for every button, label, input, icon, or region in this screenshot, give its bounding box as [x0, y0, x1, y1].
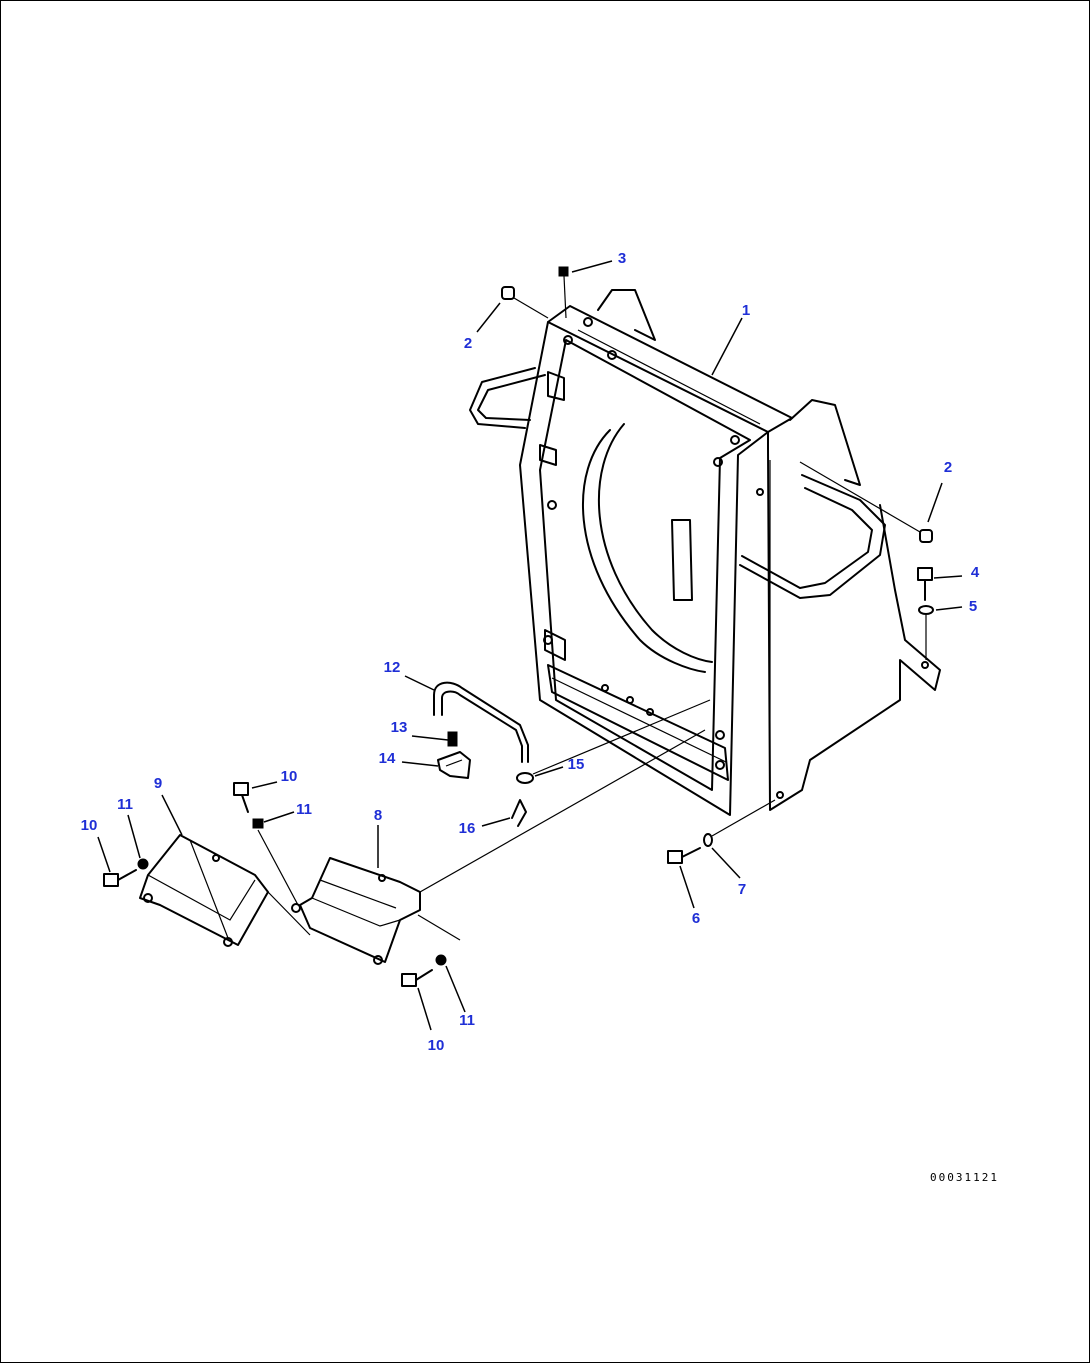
- guard-plate-9: [139, 834, 311, 947]
- callout-15: 15: [568, 756, 585, 773]
- callout-14: 14: [379, 750, 396, 767]
- bolt-part: [558, 266, 569, 319]
- callout-5: 5: [969, 598, 977, 615]
- callout-7: 7: [738, 881, 746, 898]
- small-bolt-part: [447, 731, 458, 747]
- pipe-part: [433, 681, 529, 763]
- callout-10: 10: [281, 768, 298, 785]
- callout-10: 10: [81, 817, 98, 834]
- bolt-washer-lower: [667, 799, 776, 864]
- callout-13: 13: [391, 719, 408, 736]
- callouts: 1 2 2 3 4 5 6 7 8 9 10 10 10 11 11 11 12…: [81, 250, 980, 1054]
- radiator-frame-part: [469, 289, 941, 816]
- bolt-10-mid: [233, 782, 299, 906]
- clip-part: [437, 751, 471, 779]
- callout-8: 8: [374, 807, 382, 824]
- callout-11: 11: [296, 801, 312, 818]
- callout-6: 6: [692, 910, 700, 927]
- nut-part: [501, 286, 549, 319]
- bolt-washer-right: [917, 567, 934, 660]
- drawing-code: 00031121: [930, 1171, 999, 1184]
- callout-10: 10: [428, 1037, 445, 1054]
- leader-lines: [97, 260, 963, 1031]
- callout-11: 11: [117, 796, 133, 813]
- callout-16: 16: [459, 820, 476, 837]
- callout-2: 2: [944, 459, 952, 476]
- nut-part-right: [799, 461, 933, 543]
- callout-4: 4: [971, 564, 980, 581]
- callout-11: 11: [459, 1012, 475, 1029]
- callout-3: 3: [618, 250, 626, 267]
- washer-part: [516, 699, 711, 784]
- guard-plate-8: [291, 729, 706, 965]
- callout-9: 9: [154, 775, 162, 792]
- callout-2: 2: [464, 335, 472, 352]
- bolt-10-left: [103, 858, 149, 887]
- callout-12: 12: [384, 659, 401, 676]
- bolt-10-lower: [401, 954, 447, 987]
- callout-1: 1: [742, 302, 750, 319]
- pin-part: [511, 799, 527, 827]
